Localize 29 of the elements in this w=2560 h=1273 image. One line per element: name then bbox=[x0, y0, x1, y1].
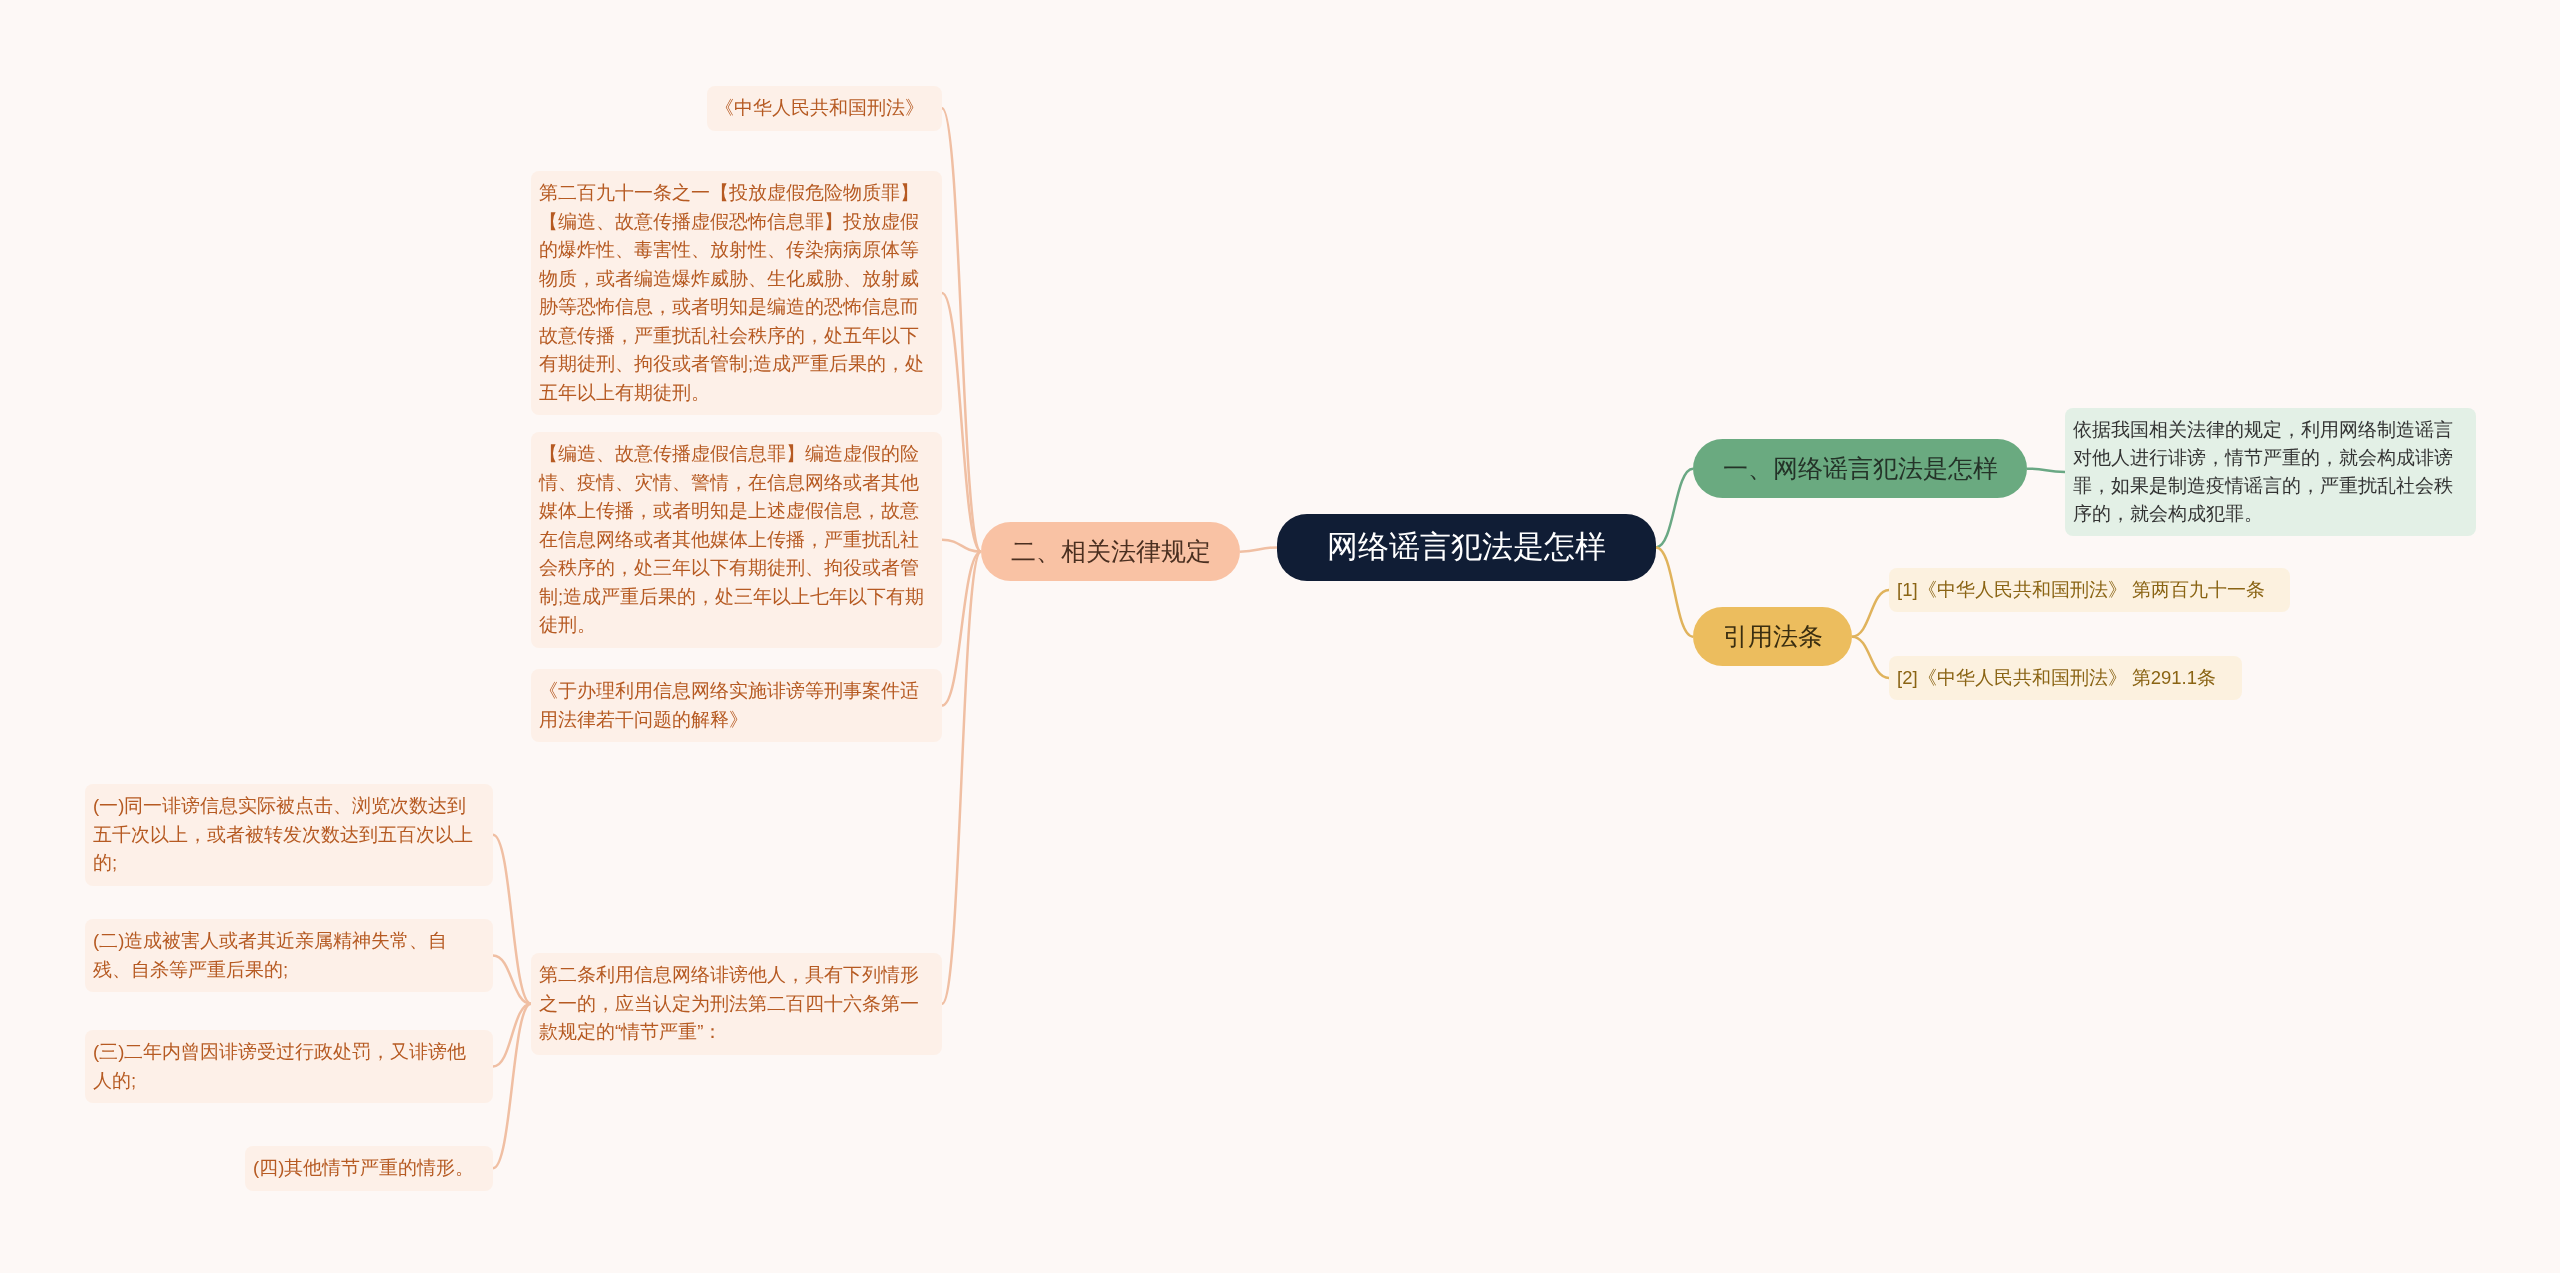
connector-line bbox=[940, 551, 983, 1005]
connector-line bbox=[941, 550, 982, 707]
topic-box: 一、网络谣言犯法是怎样 bbox=[1693, 439, 2027, 499]
subtopic-box: 《中华人民共和国刑法》 bbox=[707, 86, 942, 131]
connector-line bbox=[492, 833, 532, 1005]
subtopic-box: 【编造、故意传播虚假信息罪】编造虚假的险情、疫情、灾情、警情，在信息网络或者其他媒体上传播，或者明知是上述虚假信息，故意在信息网络或者其他媒体上传播，严重扰乱社会秩序的，处三年以下有期徒刑、拘役或者管制;造成严重后果的，处三年以上七年以下有期徒刑。 bbox=[531, 432, 942, 648]
subtopic-box: 第二条利用信息网络诽谤他人，具有下列情形之一的，应当认定为刑法第二百四十六条第一款规定的“情节严重”： bbox=[531, 953, 942, 1055]
note-box: 依据我国相关法律的规定，利用网络制造谣言对他人进行诽谤，情节严重的，就会构成诽谤罪，如果是制造疫情谣言的，严重扰乱社会秩序的，就会构成犯罪。 bbox=[2065, 408, 2476, 536]
connector-line bbox=[1851, 588, 1890, 638]
connector-line bbox=[1655, 467, 1694, 549]
connector-line bbox=[1851, 635, 1890, 680]
subtopic-box: 第二百九十一条之一【投放虚假危险物质罪】【编造、故意传播虚假恐怖信息罪】投放虚假的爆炸性、毒害性、放射性、传染病病原体等物质，或者编造爆炸威胁、生化威胁、放射威胁等恐怖信息，或者明知是编造的恐怖信息而故意传播，严重扰乱社会秩序的，处五年以下有期徒刑、拘役或者管制;造成严重后果的，处五年以上有期徒刑。 bbox=[531, 171, 942, 415]
connector-line bbox=[2027, 467, 2065, 474]
connector-line bbox=[1239, 546, 1278, 553]
connector-line bbox=[941, 292, 982, 553]
connector-line bbox=[940, 107, 983, 553]
topic-box: 引用法条 bbox=[1693, 607, 1852, 667]
subtopic-box: 《于办理利用信息网络实施诽谤等刑事案件适用法律若干问题的解释》 bbox=[531, 669, 942, 742]
subtopic-box: (三)二年内曾因诽谤受过行政处罚，又诽谤他人的; bbox=[85, 1030, 493, 1103]
connector-line bbox=[941, 538, 982, 553]
topic-box: 二、相关法律规定 bbox=[981, 522, 1240, 582]
subtopic-box: [1]《中华人民共和国刑法》 第两百九十一条 bbox=[1889, 568, 2290, 612]
subtopic-box: (一)同一诽谤信息实际被点击、浏览次数达到五千次以上，或者被转发次数达到五百次以上的; bbox=[85, 784, 493, 886]
connector-line bbox=[1655, 546, 1694, 638]
central-topic-box: 网络谣言犯法是怎样 bbox=[1277, 514, 1656, 581]
subtopic-box: (二)造成被害人或者其近亲属精神失常、自残、自杀等严重后果的; bbox=[85, 919, 493, 992]
subtopic-box: (四)其他情节严重的情形。 bbox=[245, 1146, 493, 1191]
connector-line bbox=[492, 1002, 532, 1170]
subtopic-box: [2]《中华人民共和国刑法》 第291.1条 bbox=[1889, 656, 2242, 700]
